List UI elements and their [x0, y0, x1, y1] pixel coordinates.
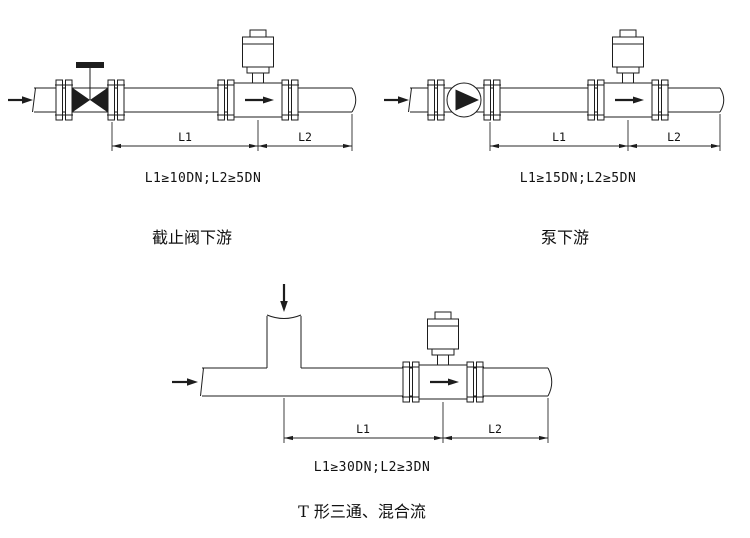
flange-pair-icon [54, 79, 74, 121]
caption: 截止阀下游 [152, 228, 232, 247]
caption: T 形三通、混合流 [298, 502, 426, 521]
dim-l1-label: L1 [356, 422, 370, 436]
inflow-arrow-icon [8, 96, 33, 104]
flange-pair-icon [586, 79, 606, 121]
inflow-arrow-icon [172, 378, 198, 386]
pipe [200, 367, 553, 397]
diagram-valve-downstream: L1 L2 L1≥10DN;L2≥5DN 截止阀下游 [8, 28, 357, 247]
dim-l2-label: L2 [298, 130, 312, 144]
pump-icon [446, 82, 482, 118]
diagram-pump-downstream: L1 L2 L1≥15DN;L2≥5DN 泵下游 [384, 28, 725, 247]
dimension-lines: L1 L2 [111, 114, 353, 151]
dim-l2-label: L2 [488, 422, 502, 436]
downflow-arrow-icon [280, 284, 288, 312]
dim-l2-label: L2 [667, 130, 681, 144]
flange-pair-icon [106, 79, 126, 121]
flange-pair-icon [426, 79, 446, 121]
flange-pair-icon [650, 79, 670, 121]
branch-pipe [266, 314, 302, 368]
flange-pair-icon [482, 79, 502, 121]
flange-pair-icon [280, 79, 300, 121]
dimension-lines: L1 L2 [489, 114, 721, 151]
dim-l1-label: L1 [178, 130, 192, 144]
pipe [32, 87, 357, 113]
dim-l1-label: L1 [552, 130, 566, 144]
spec-text: L1≥15DN;L2≥5DN [520, 171, 637, 186]
inflow-arrow-icon [384, 96, 409, 104]
shutoff-valve-icon [72, 62, 108, 113]
spec-text: L1≥30DN;L2≥3DN [314, 460, 431, 475]
flowmeter-icon [232, 28, 284, 119]
flange-pair-icon [216, 79, 236, 121]
flowmeter-icon [417, 310, 469, 401]
spec-text: L1≥10DN;L2≥5DN [145, 171, 262, 186]
diagram-tee-mixed-flow: L1 L2 L1≥30DN;L2≥3DN T 形三通、混合流 [172, 284, 553, 521]
flowmeter-icon [602, 28, 654, 119]
dimension-lines: L1 L2 [283, 398, 549, 443]
caption: 泵下游 [541, 228, 589, 247]
